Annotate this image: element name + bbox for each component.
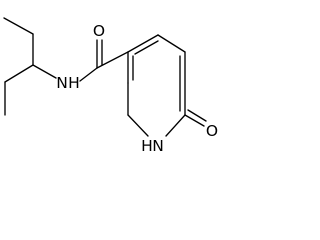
bond-amide-n-to-carbonyl-c xyxy=(79,67,98,82)
bond-ethyl-lower-ch-ch2 xyxy=(4,64,34,83)
lower-connections xyxy=(127,82,207,137)
ring-nitrogen-label: N xyxy=(152,137,164,155)
ring-hydrogen-label: H xyxy=(141,137,153,155)
bond-ring-n-lower-to-label xyxy=(127,114,149,137)
bond-c6-to-o-double-2 xyxy=(187,109,207,122)
amide-group xyxy=(79,39,129,82)
pyridinone-ring xyxy=(127,34,186,84)
bond-carbonyl-c-to-ring xyxy=(96,51,129,69)
bond-ch-to-amide-n xyxy=(32,64,57,79)
amide-nitrogen-label: N xyxy=(56,74,68,92)
bond-ring-n-to-c6 xyxy=(165,114,186,137)
chemical-structure-diagram: N H O H N O xyxy=(3,17,218,155)
ring-bond-c4-c5 xyxy=(157,34,186,53)
bond-ethyl-upper-ch3-ch2 xyxy=(3,17,34,35)
amide-hydrogen-label: H xyxy=(68,74,80,92)
atom-labels: N H O H N O xyxy=(56,22,218,155)
bond-c6-to-o-double-1 xyxy=(184,114,205,127)
carbonyl-oxygen-label: O xyxy=(93,22,105,40)
ring-oxygen-label: O xyxy=(206,122,218,140)
ring-bond-c3-c4 xyxy=(127,34,159,53)
ring-bond-c3-c4-inner xyxy=(134,40,159,55)
pentan-3-yl-group xyxy=(3,17,57,116)
